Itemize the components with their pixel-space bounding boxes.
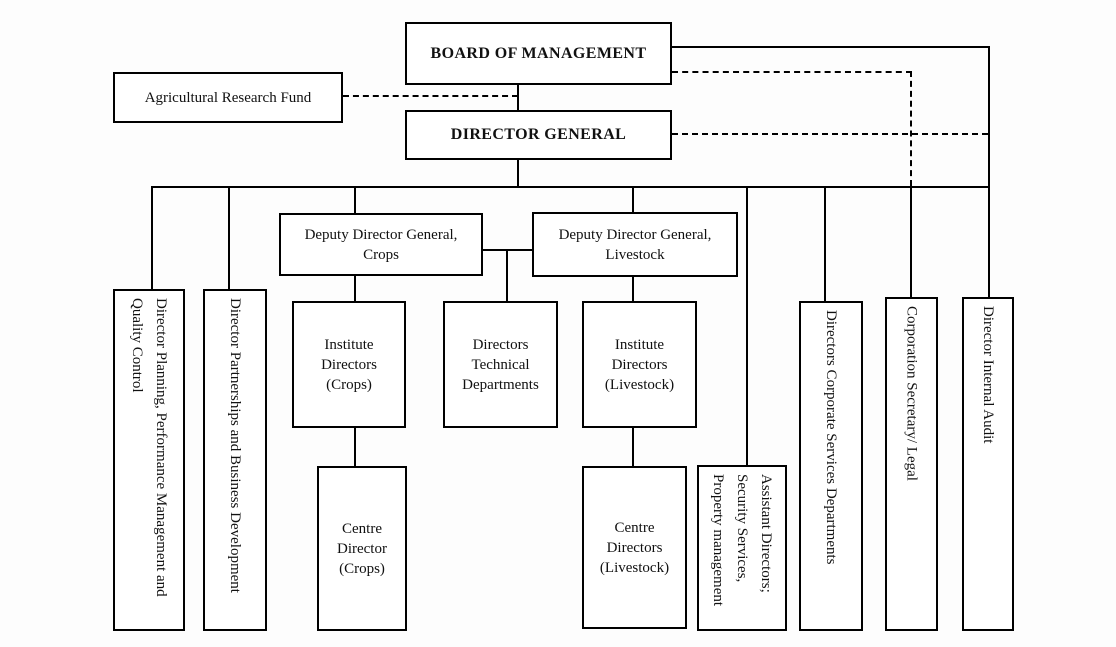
connector-dg-to-audit-dashed [672, 133, 988, 135]
connector-to-director-partnerships [228, 186, 230, 289]
connector-to-corporation-secretary [910, 186, 912, 297]
node-agricultural-research-fund: Agricultural Research Fund [113, 72, 343, 123]
connector-secretary-dashed-vertical [910, 71, 912, 186]
connector-ddg-livestock-to-institute [632, 277, 634, 301]
node-ddg-crops: Deputy Director General, Crops [279, 213, 483, 276]
connector-ddg-crops-to-institute [354, 276, 356, 301]
connector-institute-to-centre-crops [354, 428, 356, 466]
connector-to-ddg-livestock [632, 186, 634, 212]
node-label: Director Planning, Performance Managemen… [129, 298, 169, 597]
node-ddg-livestock: Deputy Director General, Livestock [532, 212, 738, 277]
node-directors-corporate-services: Directors Corporate Services Departments [799, 301, 863, 631]
connector-to-assistant-directors [746, 186, 748, 465]
node-label: Deputy Director General, Crops [304, 226, 458, 263]
node-label: Institute Directors (Crops) [321, 336, 377, 393]
node-director-internal-audit: Director Internal Audit [962, 297, 1014, 631]
node-label: Institute Directors (Livestock) [604, 336, 675, 393]
connector-board-to-secretary-dashed [672, 71, 912, 73]
node-assistant-directors: Assistant Directors; Security Services, … [697, 465, 787, 631]
node-label: Directors Corporate Services Departments [823, 310, 839, 565]
connector-main-horizontal [151, 186, 990, 188]
node-label: Corporation Secretary/ Legal [903, 306, 920, 481]
node-label: Centre Directors (Livestock) [599, 519, 670, 576]
connector-bridge-to-technical [506, 249, 508, 301]
connector-institute-to-centre-livestock [632, 428, 634, 466]
node-label: BOARD OF MANAGEMENT [430, 44, 647, 62]
connector-audit-vertical [988, 46, 990, 297]
node-director-planning: Director Planning, Performance Managemen… [113, 289, 185, 631]
connector-to-director-planning [151, 186, 153, 289]
node-board-of-management: BOARD OF MANAGEMENT [405, 22, 672, 85]
node-label: Agricultural Research Fund [144, 89, 312, 106]
connector-to-corporate-services [824, 186, 826, 301]
node-director-general: DIRECTOR GENERAL [405, 110, 672, 160]
node-corporation-secretary-legal: Corporation Secretary/ Legal [885, 297, 938, 631]
node-centre-director-crops: Centre Director (Crops) [317, 466, 407, 631]
node-label: Directors Technical Departments [462, 336, 539, 393]
connector-to-ddg-crops [354, 186, 356, 213]
connector-arf-dashed [343, 95, 518, 97]
node-label: Centre Director (Crops) [337, 520, 387, 577]
node-label: Deputy Director General, Livestock [558, 226, 712, 263]
node-label: Director Partnerships and Business Devel… [227, 298, 243, 593]
connector-dg-to-main [517, 160, 519, 188]
connector-board-to-audit-horizontal [670, 46, 990, 48]
node-centre-directors-livestock: Centre Directors (Livestock) [582, 466, 687, 629]
node-label: Assistant Directors; Security Services, … [710, 474, 774, 607]
node-director-partnerships: Director Partnerships and Business Devel… [203, 289, 267, 631]
connector-board-to-dg [517, 85, 519, 110]
node-label: Director Internal Audit [980, 306, 996, 444]
node-directors-technical-departments: Directors Technical Departments [443, 301, 558, 428]
node-label: DIRECTOR GENERAL [450, 126, 627, 143]
node-institute-directors-crops: Institute Directors (Crops) [292, 301, 406, 428]
node-institute-directors-livestock: Institute Directors (Livestock) [582, 301, 697, 428]
